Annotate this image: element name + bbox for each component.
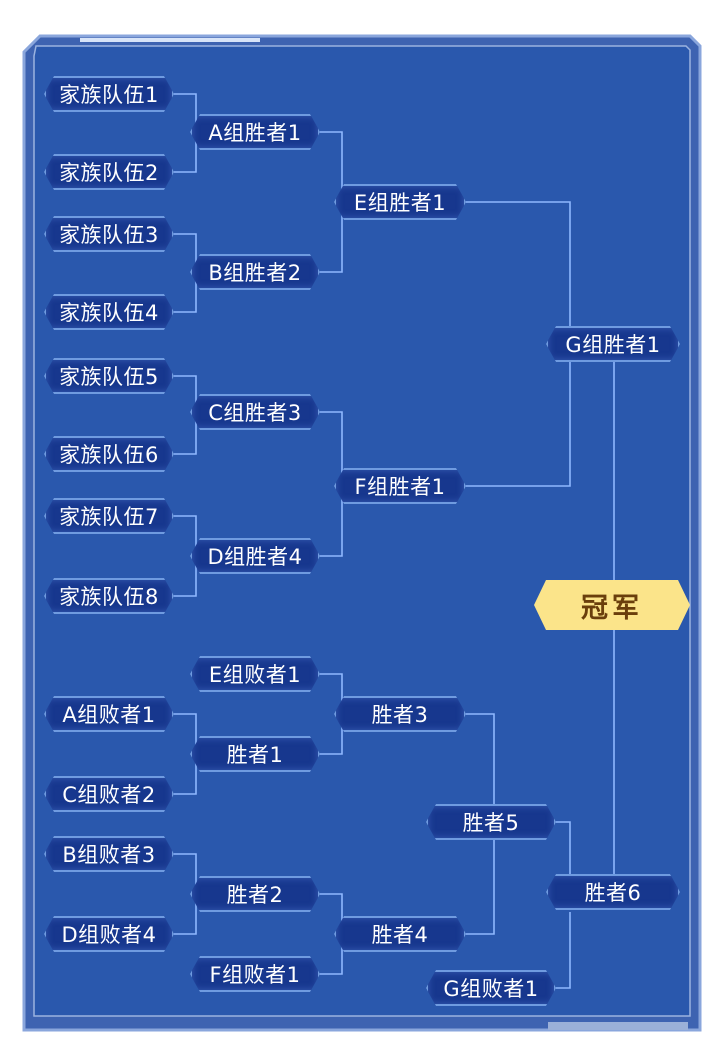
winner-2-node: 胜者2 bbox=[190, 876, 320, 912]
b-winner-node: B组胜者2 bbox=[190, 254, 320, 290]
g-loser-node: G组败者1 bbox=[426, 970, 556, 1006]
f-winner-node: F组胜者1 bbox=[334, 468, 466, 504]
team-1-node: 家族队伍1 bbox=[44, 76, 174, 112]
c-loser-node: C组败者2 bbox=[44, 776, 174, 812]
panel-bottom-accent bbox=[548, 1022, 688, 1030]
team-2-node: 家族队伍2 bbox=[44, 154, 174, 190]
team-5-node: 家族队伍5 bbox=[44, 358, 174, 394]
d-winner-node: D组胜者4 bbox=[190, 538, 320, 574]
winner-4-node: 胜者4 bbox=[334, 916, 466, 952]
f-loser-node: F组败者1 bbox=[190, 956, 320, 992]
a-winner-node: A组胜者1 bbox=[190, 114, 320, 150]
team-8-node: 家族队伍8 bbox=[44, 578, 174, 614]
winner-3-node: 胜者3 bbox=[334, 696, 466, 732]
c-winner-node: C组胜者3 bbox=[190, 394, 320, 430]
a-loser-node: A组败者1 bbox=[44, 696, 174, 732]
d-loser-node: D组败者4 bbox=[44, 916, 174, 952]
team-7-node: 家族队伍7 bbox=[44, 498, 174, 534]
team-6-node: 家族队伍6 bbox=[44, 436, 174, 472]
panel-background bbox=[33, 45, 691, 1017]
team-3-node: 家族队伍3 bbox=[44, 216, 174, 252]
e-winner-node: E组胜者1 bbox=[334, 184, 466, 220]
winner-1-node: 胜者1 bbox=[190, 736, 320, 772]
panel-top-accent bbox=[80, 38, 260, 42]
team-4-node: 家族队伍4 bbox=[44, 294, 174, 330]
winner-6-node: 胜者6 bbox=[546, 874, 680, 910]
winner-5-node: 胜者5 bbox=[426, 804, 556, 840]
e-loser-node: E组败者1 bbox=[190, 656, 320, 692]
champion-node: 冠军 bbox=[534, 580, 690, 630]
g-winner-node: G组胜者1 bbox=[546, 326, 680, 362]
b-loser-node: B组败者3 bbox=[44, 836, 174, 872]
